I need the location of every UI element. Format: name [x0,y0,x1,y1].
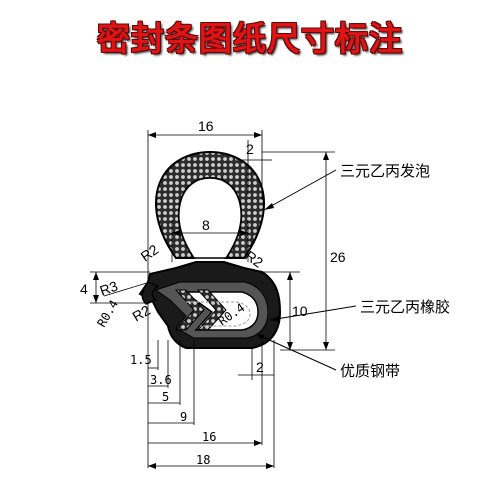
title-banner: 密封条图纸尺寸标注 [0,12,500,60]
dim-height: 26 [330,249,346,265]
drawing-title: 密封条图纸尺寸标注 [97,19,403,58]
dim-bottom-gap: 2 [256,359,264,375]
dim-1-5: 1.5 [130,353,152,367]
dim-bulb-neck: 8 [202,217,210,233]
dim-top-width: 16 [198,118,214,134]
dim-18: 18 [196,453,210,467]
foam-bulb [155,150,265,259]
dim-tip-width: 2 [246,141,254,157]
dim-16: 16 [202,430,216,444]
callout-foam: 三元乙丙发泡 [340,162,430,180]
dimension-lines [90,130,357,469]
rubber-clip [138,261,282,349]
callout-rubber: 三元乙丙橡胶 [360,298,450,316]
dim-5: 5 [162,390,169,404]
dim-lip-height: 4 [80,281,88,297]
dim-clip-height: 10 [292,303,308,319]
dim-3-6: 3.6 [150,373,172,387]
dim-9: 9 [180,410,187,424]
callout-steel: 优质钢带 [340,362,400,380]
dim-r2-lip: R2 [130,302,154,325]
dim-r3: R3 [98,278,120,299]
dim-r04-left: R0.4 [94,297,121,329]
dim-r2-left: R2 [138,241,162,264]
